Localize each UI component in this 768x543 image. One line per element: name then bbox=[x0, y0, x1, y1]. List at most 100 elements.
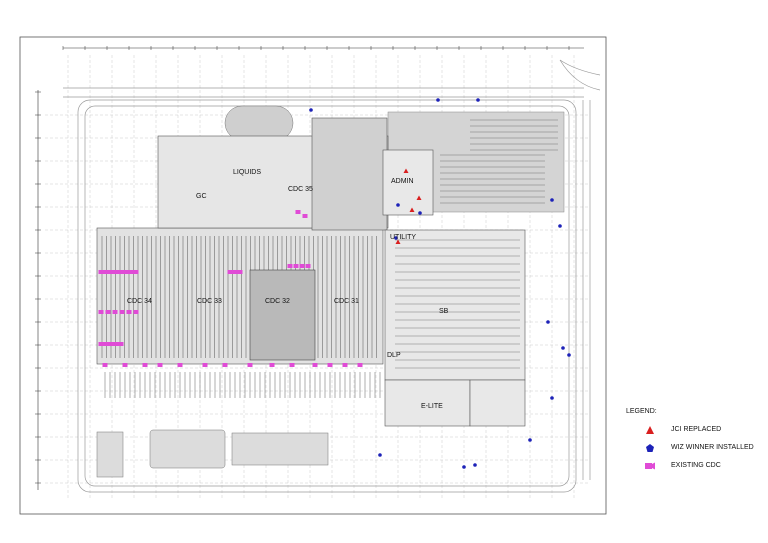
zone-label-utility: UTILITY bbox=[390, 234, 417, 241]
wiz-winner-marker bbox=[462, 465, 466, 469]
existing-cdc-marker bbox=[103, 270, 109, 274]
zone-label-gc: GC bbox=[196, 193, 207, 200]
wiz-winner-marker bbox=[394, 236, 398, 240]
existing-cdc-marker bbox=[122, 363, 128, 367]
existing-cdc-marker bbox=[327, 363, 333, 367]
magenta-cdc-icon bbox=[645, 462, 655, 470]
zone-label-liquids: LIQUIDS bbox=[233, 169, 262, 176]
main-building bbox=[96, 117, 389, 365]
red-triangle-icon bbox=[646, 426, 654, 434]
blue-pentagon-icon bbox=[646, 444, 654, 452]
cdc32-shaded-block bbox=[249, 269, 316, 361]
existing-cdc-marker bbox=[157, 363, 163, 367]
existing-cdc-marker bbox=[98, 342, 104, 346]
existing-cdc-marker bbox=[342, 363, 348, 367]
zone-label-dlp: DLP bbox=[387, 352, 401, 359]
zone-label-cdc35: CDC 35 bbox=[288, 186, 313, 193]
left-ruler-ticks bbox=[35, 91, 41, 484]
existing-cdc-marker bbox=[128, 270, 134, 274]
map-legend: LEGEND: JCI REPLACED WIZ WINNER INSTALLE… bbox=[626, 404, 761, 476]
jci-replaced-marker bbox=[416, 195, 422, 200]
perimeter-roads bbox=[63, 59, 601, 493]
existing-cdc-marker bbox=[202, 363, 208, 367]
legend-label: JCI REPLACED bbox=[671, 426, 722, 433]
existing-cdc-marker bbox=[105, 310, 111, 314]
existing-cdc-marker bbox=[357, 363, 363, 367]
existing-cdc-marker bbox=[118, 342, 124, 346]
existing-cdc-marker bbox=[177, 363, 183, 367]
sheet-border bbox=[19, 36, 607, 515]
existing-cdc-marker bbox=[227, 270, 233, 274]
east-buildings bbox=[382, 149, 526, 427]
existing-cdc-marker bbox=[287, 264, 293, 268]
existing-cdc-marker bbox=[312, 363, 318, 367]
wiz-winner-marker bbox=[436, 98, 440, 102]
wiz-winner-markers bbox=[309, 98, 571, 469]
existing-cdc-marker bbox=[232, 270, 238, 274]
oval-area bbox=[224, 105, 294, 141]
existing-cdc-marker bbox=[102, 363, 108, 367]
existing-cdc-marker bbox=[269, 363, 275, 367]
existing-cdc-marker bbox=[302, 214, 308, 218]
existing-cdc-marker bbox=[118, 270, 124, 274]
legend-title: LEGEND: bbox=[626, 408, 657, 415]
wiz-winner-marker bbox=[378, 453, 382, 457]
zone-label-sb: SB bbox=[439, 308, 449, 315]
existing-cdc-marker bbox=[113, 270, 119, 274]
wiz-winner-marker bbox=[418, 211, 422, 215]
legend-item-jci-replaced: JCI REPLACED bbox=[626, 424, 761, 436]
zone-label-elite: E-LITE bbox=[421, 403, 443, 410]
wiz-winner-marker bbox=[561, 346, 565, 350]
zone-label-cdc34: CDC 34 bbox=[127, 298, 152, 305]
zone-label-cdc32: CDC 32 bbox=[265, 298, 290, 305]
jci-replaced-marker bbox=[403, 168, 409, 173]
existing-cdc-marker bbox=[299, 264, 305, 268]
wiz-winner-marker bbox=[550, 396, 554, 400]
wiz-winner-marker bbox=[309, 108, 313, 112]
existing-cdc-marker bbox=[222, 363, 228, 367]
wiz-winner-marker bbox=[550, 198, 554, 202]
existing-cdc-marker bbox=[133, 310, 139, 314]
existing-cdc-marker bbox=[98, 310, 104, 314]
zone-label-admin: ADMIN bbox=[391, 178, 414, 185]
south-lots bbox=[96, 429, 329, 478]
existing-cdc-marker bbox=[305, 264, 311, 268]
zone-label-cdc31: CDC 31 bbox=[334, 298, 359, 305]
zone-label-cdc33: CDC 33 bbox=[197, 298, 222, 305]
wiz-winner-marker bbox=[473, 463, 477, 467]
existing-cdc-marker bbox=[108, 270, 114, 274]
existing-cdc-marker bbox=[293, 264, 299, 268]
jci-replaced-marker bbox=[409, 207, 415, 212]
legend-item-wiz-winner: WIZ WINNER INSTALLED bbox=[626, 442, 761, 454]
existing-cdc-marker bbox=[98, 270, 104, 274]
legend-label: WIZ WINNER INSTALLED bbox=[671, 444, 754, 451]
existing-cdc-marker bbox=[237, 270, 243, 274]
wiz-winner-marker bbox=[528, 438, 532, 442]
wiz-winner-marker bbox=[546, 320, 550, 324]
wiz-winner-marker bbox=[396, 203, 400, 207]
existing-cdc-marker bbox=[295, 210, 301, 214]
storage-aisles bbox=[101, 236, 377, 358]
ruler-ticks bbox=[62, 46, 570, 50]
existing-cdc-marker bbox=[108, 342, 114, 346]
existing-cdc-marker bbox=[103, 342, 109, 346]
existing-cdc-marker bbox=[112, 310, 118, 314]
existing-cdc-marker bbox=[126, 310, 132, 314]
existing-cdc-marker bbox=[119, 310, 125, 314]
existing-cdc-marker bbox=[247, 363, 253, 367]
jci-replaced-markers bbox=[395, 168, 422, 244]
jci-replaced-marker bbox=[395, 239, 401, 244]
existing-cdc-marker bbox=[142, 363, 148, 367]
existing-cdc-marker bbox=[113, 342, 119, 346]
legend-label: EXISTING CDC bbox=[671, 462, 721, 469]
wiz-winner-marker bbox=[476, 98, 480, 102]
existing-cdc-marker bbox=[123, 270, 129, 274]
existing-cdc-markers bbox=[98, 210, 363, 367]
legend-item-existing-cdc: EXISTING CDC bbox=[626, 460, 761, 472]
east-building-detail bbox=[395, 239, 520, 369]
existing-cdc-marker bbox=[289, 363, 295, 367]
wiz-winner-marker bbox=[567, 353, 571, 357]
existing-cdc-marker bbox=[133, 270, 139, 274]
wiz-winner-marker bbox=[558, 224, 562, 228]
